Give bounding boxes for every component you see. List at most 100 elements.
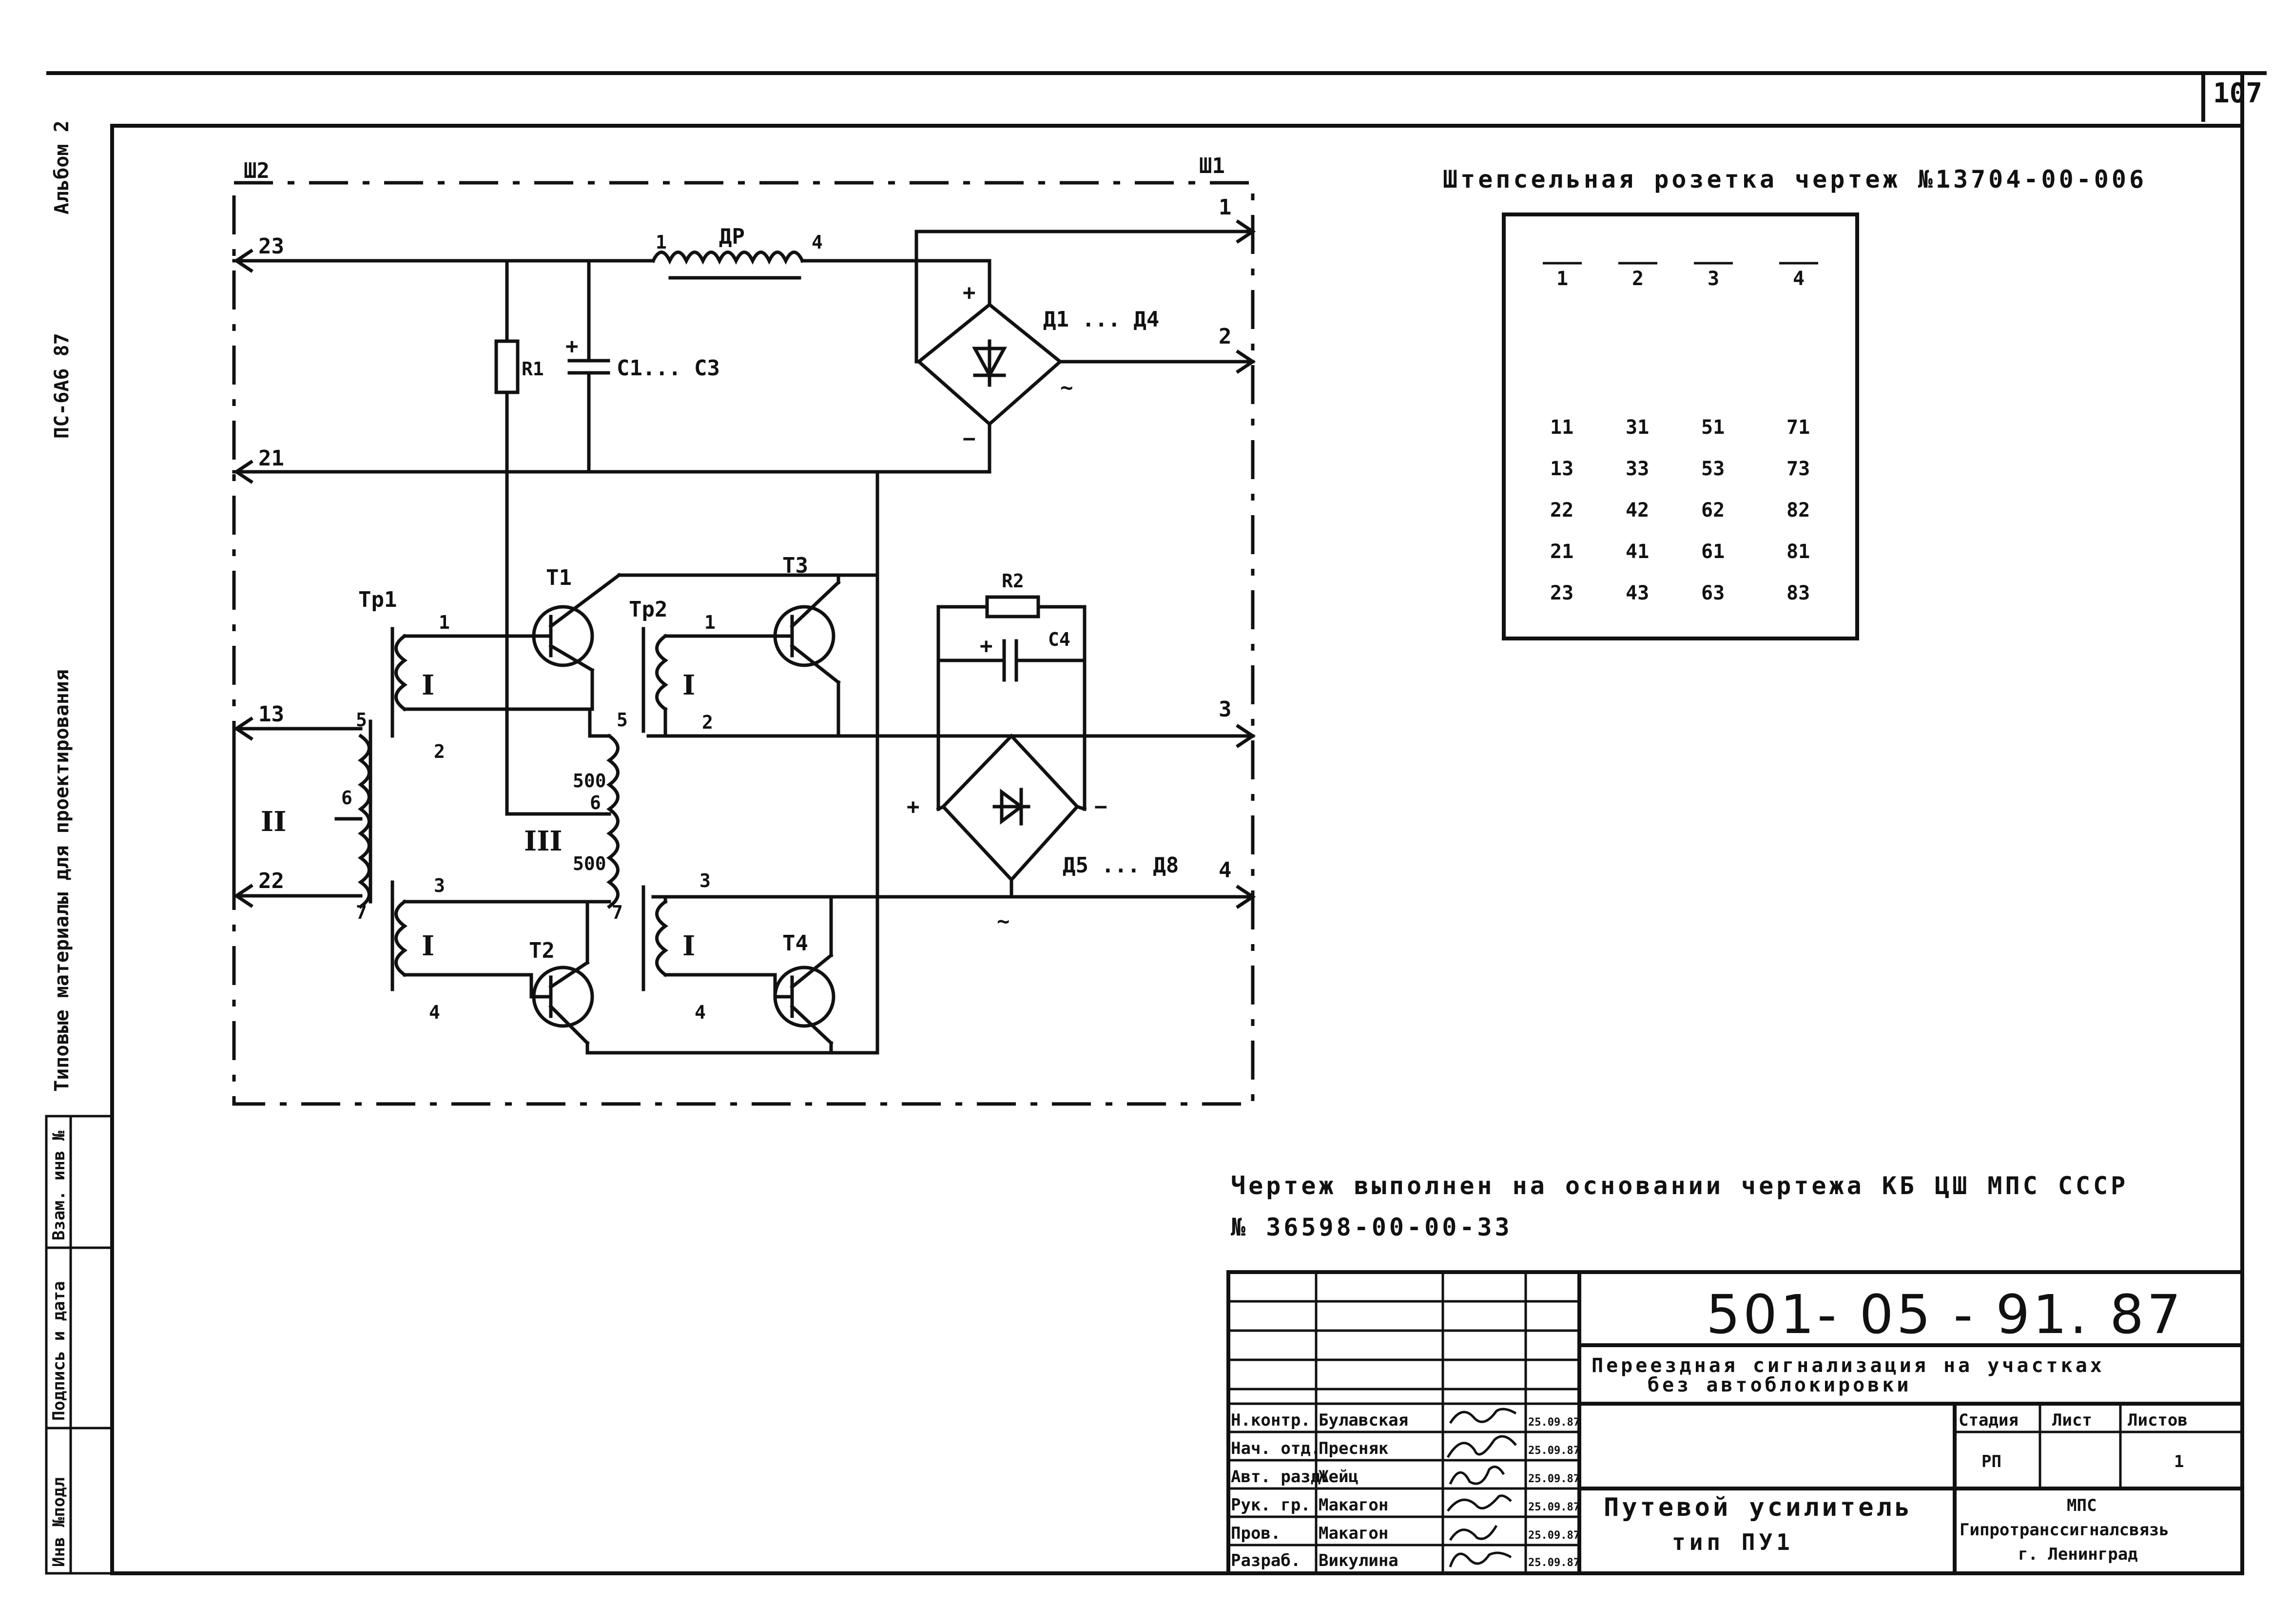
staff-date: 25.09.87 [1528,1557,1580,1569]
socket-cell: 63 [1701,582,1725,604]
staff-date: 25.09.87 [1528,1473,1580,1485]
socket-cell: 31 [1626,416,1649,439]
socket-pin-2: 2 [1632,268,1644,290]
tr1-label: Тр1 [358,587,397,612]
tr2-pin-3: 3 [699,870,711,891]
stamp-cell-sign: Подпись и дата [49,1281,69,1421]
staff-date: 25.09.87 [1528,1529,1580,1542]
tr1-pin-3: 3 [434,875,445,896]
tr1-pin-7: 7 [356,902,367,923]
socket-cell: 62 [1701,499,1725,522]
tr1-pin-5: 5 [356,709,367,731]
staff-name: Макагон [1319,1524,1388,1543]
signatures [1446,1408,1517,1567]
socket-cell: 61 [1701,541,1725,563]
caps-label: C1... C3 [617,356,720,381]
t2-label: Т2 [529,938,555,963]
right-pin-4: 4 [1219,858,1232,883]
tr2-pin-4: 4 [695,1002,706,1023]
schematic: Ш2 Ш1 23 21 13 22 1 2 [232,154,1256,1106]
tr1-pin-4: 4 [429,1002,440,1023]
t4-label: Т4 [782,931,808,956]
staff-role: Разраб. [1231,1551,1301,1570]
staff-table: Н.контр. Булавская 25.09.87 Нач. отд. Пр… [1231,1411,1580,1570]
socket-cell: 53 [1701,458,1725,480]
stage-header: Стадия [1959,1411,2019,1430]
t1-label: Т1 [546,565,572,590]
series-label: Типовые материалы для проектирования [51,669,73,1092]
socket-grid: 11 31 51 71 13 33 53 73 22 42 62 82 21 4… [1550,416,1810,604]
stamp-cell-replace: Взам. инв № [49,1130,69,1240]
socket-pin-3: 3 [1708,268,1719,290]
socket-cell: 33 [1626,458,1649,480]
socket-cell: 42 [1626,499,1649,522]
socket-cell: 71 [1786,416,1810,439]
right-pin-3: 3 [1219,697,1232,722]
transistor-t4: Т4 [773,895,835,1055]
transformer-tr1: Тр1 I I II 6 5 7 1 2 3 4 [261,587,592,1023]
bridge-d1-d4: + − ~ Д1 ... Д4 [875,230,1159,474]
r1-c1c3: R1 + C1... C3 [494,259,720,816]
winding-iii: III 500 500 5 6 7 [505,707,628,923]
bridge2-minus: − [1094,794,1107,819]
note-line-1: Чертеж выполнен на основании чертежа КБ … [1231,1172,2128,1200]
signature-1 [1449,1408,1517,1424]
t3-label: Т3 [782,553,808,578]
socket-cell: 23 [1550,582,1573,604]
c4-label: C4 [1048,629,1070,650]
bridge1-ac: ~ [1060,375,1073,400]
turns-b: 500 [573,853,606,874]
drawing-frame [110,124,2244,1575]
tr2-label: Тр2 [629,597,667,622]
socket-cell: 22 [1550,499,1573,522]
project-subtitle: без автоблокировки [1648,1374,1911,1396]
socket-cell: 83 [1786,582,1810,604]
tr2-side-pin-7: 7 [612,902,623,923]
sheets-value: 1 [2174,1452,2184,1471]
left-pin-22: 22 [258,869,284,893]
org-line-2: Гипротранссигналсвязь [1960,1520,2169,1540]
signature-3 [1449,1465,1505,1485]
tr2-side-pin-5: 5 [617,709,628,731]
socket-cell: 73 [1786,458,1810,480]
tr1-pin-6: 6 [341,787,352,809]
tr1-winding-i-top: I [422,669,434,701]
tr2-winding-i-bottom: I [682,930,695,962]
bridge1-label: Д1 ... Д4 [1043,307,1159,332]
side-stamp: Альбом 2 ПС-6А6 87 Типовые материалы для… [51,120,73,1092]
left-pin-21: 21 [258,446,284,471]
sheet-type: тип ПУ1 [1672,1529,1794,1555]
staff-name: Макагон [1319,1495,1388,1515]
choke-label: ДР [719,224,745,249]
tr1-winding-ii: II [261,806,286,838]
signature-6 [1449,1551,1512,1567]
c1-polarity: + [565,334,579,359]
signature-5 [1449,1525,1498,1541]
r2-label: R2 [1002,570,1024,592]
staff-date: 25.09.87 [1528,1445,1580,1457]
page-number: 107 [2213,77,2262,109]
transformer-tr2: Тр2 I I 1 2 3 4 [629,597,777,1023]
turns-a: 500 [573,770,606,792]
socket-cell: 82 [1786,499,1810,522]
socket-cell: 13 [1550,458,1573,480]
staff-name: Пресняк [1319,1439,1388,1458]
staff-role: Пров. [1231,1524,1281,1543]
tr1-winding-i-bottom: I [422,930,434,962]
socket-pin-1: 1 [1556,268,1568,290]
right-pin-1: 1 [1219,195,1232,220]
socket-pin-4: 4 [1793,268,1805,290]
title-block: 501- 05 - 91. 87 Переездная сигнализация… [1226,1270,2244,1575]
transistor-t1: Т1 [529,565,621,711]
connector-w1: Ш1 [1199,154,1225,178]
choke-dr: ДР 1 4 [651,224,918,280]
left-pin-23: 23 [258,234,284,259]
left-terminals: 23 21 13 22 [232,234,879,908]
staff-name: Булавская [1319,1411,1408,1430]
left-pin-13: 13 [258,702,284,727]
bridge2-plus: + [907,794,920,819]
org-line-1: МПС [2067,1496,2097,1515]
staff-name: Жейц [1319,1467,1359,1487]
socket-panel: Штепсельная розетка чертеж №13704-00-006… [1443,165,2144,640]
